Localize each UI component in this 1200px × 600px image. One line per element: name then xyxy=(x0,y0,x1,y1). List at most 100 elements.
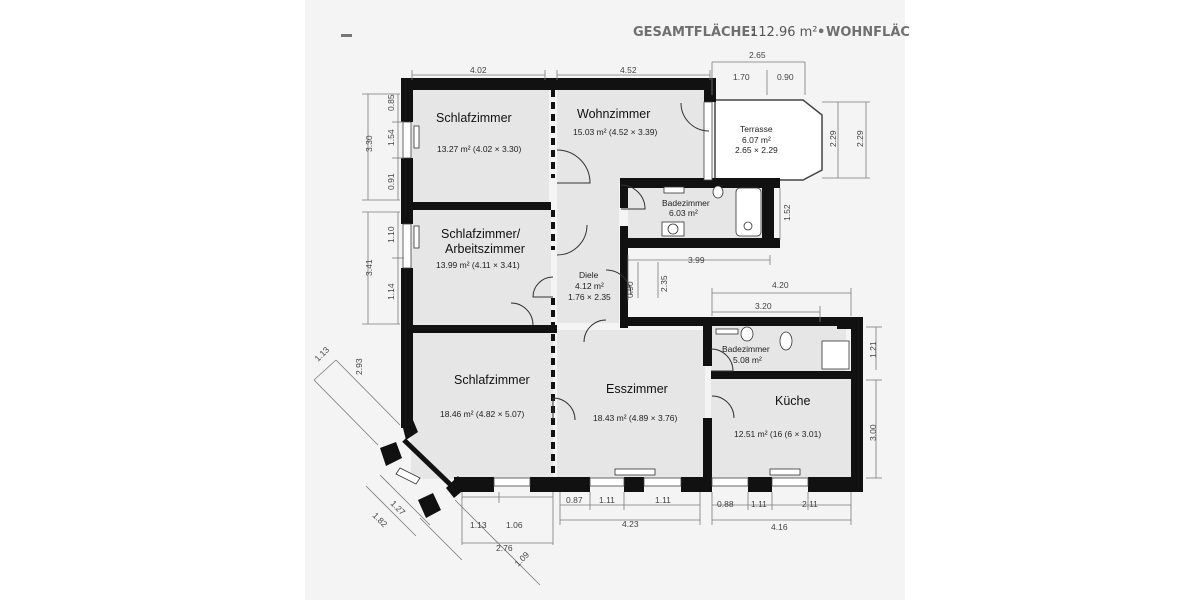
floors xyxy=(411,88,851,479)
wall-bottom-4 xyxy=(681,477,712,492)
dim-diag-1-09: 1.09 xyxy=(512,549,531,568)
window-bottom-2 xyxy=(589,477,625,487)
door-bath1 xyxy=(620,184,646,210)
bathtub-drain xyxy=(743,221,753,231)
wall-dining-kitchen xyxy=(703,418,712,492)
dim-top-4-02: 4.02 xyxy=(470,65,487,75)
dim-bath-1-52: 1.52 xyxy=(782,204,792,221)
wall-left-1a xyxy=(401,78,413,122)
radiator-bedroom-1 xyxy=(413,125,420,149)
door-bath2 xyxy=(710,348,734,372)
wall-bath2-top xyxy=(620,317,860,326)
dim-left-0-91: 0.91 xyxy=(386,173,396,190)
terrace-area: 6.07 m² xyxy=(742,135,771,145)
bathroom-2-area: 5.08 m² xyxy=(733,355,762,365)
floor-living-room xyxy=(557,88,707,183)
door-bed2 xyxy=(510,302,534,326)
door-hall-right xyxy=(605,269,632,296)
dim-left-1-54: 1.54 xyxy=(386,129,396,146)
room-labels: Schlafzimmer 13.27 m² (4.02 × 3.30) Wohn… xyxy=(436,107,821,439)
wall-dining-bath2 xyxy=(703,326,712,366)
dim-top-4-52: 4.52 xyxy=(620,65,637,75)
dim-left-1-10: 1.10 xyxy=(386,226,396,243)
terrace-dims: 2.65 × 2.29 xyxy=(735,145,778,155)
door-kitchen xyxy=(711,395,735,419)
dimension-lines xyxy=(313,61,882,586)
windows xyxy=(402,101,809,487)
bedroom-1-name: Schlafzimmer xyxy=(436,111,512,125)
dim-diag-1-82: 1.82 xyxy=(371,510,390,529)
dim-diag-2-93: 2.93 xyxy=(354,358,364,375)
radiator-bedroom-2 xyxy=(413,225,420,249)
toilet-bath-2 xyxy=(779,331,793,351)
wall-bath2-kitchen xyxy=(711,371,856,379)
wall-bottom-3 xyxy=(624,477,644,492)
total-area-label: GESAMTFLÄCHE: xyxy=(633,24,756,40)
bedroom-2-info: 13.99 m² (4.11 × 3.41) xyxy=(436,260,520,270)
door-living xyxy=(680,102,710,132)
wall-bed2-bed3 xyxy=(411,325,557,333)
dim-bottom-4-16: 4.16 xyxy=(771,522,788,532)
window-bedroom-1 xyxy=(402,121,412,159)
dim-hall-2-35: 2.35 xyxy=(659,275,669,292)
dim-diag-1-13: 1.13 xyxy=(312,344,331,363)
wall-bottom-6 xyxy=(808,477,863,492)
wall-bottom-5 xyxy=(748,477,772,492)
dim-bottom-2-11: 2.11 xyxy=(802,499,818,509)
floor-hall xyxy=(557,183,619,323)
dim-top-1-70: 1.70 xyxy=(733,72,750,82)
header-separator: • xyxy=(817,25,825,40)
wall-diag-3 xyxy=(418,493,441,518)
door-bed3 xyxy=(552,397,576,421)
dim-diag-1-27: 1.27 xyxy=(389,498,408,517)
floor-bedroom-3 xyxy=(411,333,553,479)
window-bottom-3 xyxy=(643,477,682,487)
dim-kitchen-3-00: 3.00 xyxy=(868,424,878,441)
door-bed1 xyxy=(556,149,591,184)
wall-bottom-2 xyxy=(530,477,590,492)
door-bed2-hall xyxy=(532,276,554,298)
wall-right xyxy=(851,317,863,492)
dim-left-0-85: 0.85 xyxy=(386,94,396,111)
window-bottom-4 xyxy=(711,477,749,487)
bathroom-1-area: 6.03 m² xyxy=(669,208,698,218)
dim-kitchen-1-21: 1.21 xyxy=(868,341,878,358)
dim-bath-3-99: 3.99 xyxy=(688,255,705,265)
kitchen-info: 12.51 m² (16 (6 × 3.01) xyxy=(734,429,821,439)
hall-dims: 1.76 × 2.35 xyxy=(568,292,611,302)
dim-terrace-2-29-inner: 2.29 xyxy=(828,130,838,147)
hall-name: Diele xyxy=(579,270,599,280)
terrace-name: Terrasse xyxy=(740,124,773,134)
wall-bath1-bottom xyxy=(620,238,780,248)
hall-area: 4.12 m² xyxy=(575,281,604,291)
radiator-bath-2 xyxy=(715,328,739,335)
fixtures xyxy=(661,185,850,370)
wall-top xyxy=(401,78,716,90)
dim-left-1-14: 1.14 xyxy=(386,283,396,300)
dim-bottom-2-76: 2.76 xyxy=(496,543,513,553)
header-mark xyxy=(341,34,352,37)
dim-top-0-90: 0.90 xyxy=(777,72,794,82)
window-bedroom-2 xyxy=(402,223,412,269)
bedroom-2-name-line-2: Arbeitszimmer xyxy=(445,242,525,256)
dim-bottom-4-23: 4.23 xyxy=(622,519,639,529)
dim-bottom-1-13: 1.13 xyxy=(470,520,487,530)
sink-bath-1 xyxy=(712,185,724,199)
dim-bottom-0-87: 0.87 xyxy=(566,495,583,505)
window-bottom-5 xyxy=(771,477,809,487)
total-area-value: 112.96 m² xyxy=(750,25,818,40)
area-header: GESAMTFLÄCHE: 112.96 m² • WOHNFLÄC xyxy=(633,24,910,40)
bedroom-3-name: Schlafzimmer xyxy=(454,373,530,387)
door-dining-top xyxy=(583,319,607,343)
dining-room-name: Esszimmer xyxy=(606,382,668,396)
bedroom-2-name-line-1: Schlafzimmer/ xyxy=(441,227,521,241)
dim-hall-0-90: 0.90 xyxy=(625,281,635,298)
kitchen-name: Küche xyxy=(775,394,810,408)
radiators xyxy=(395,125,801,485)
wall-bath1-left xyxy=(620,178,628,208)
wall-left-1b xyxy=(401,158,413,224)
living-room-info: 15.03 m² (4.52 × 3.39) xyxy=(573,127,658,137)
wall-bed1-bed2 xyxy=(411,202,551,210)
dim-terrace-2-29-outer: 2.29 xyxy=(855,130,865,147)
